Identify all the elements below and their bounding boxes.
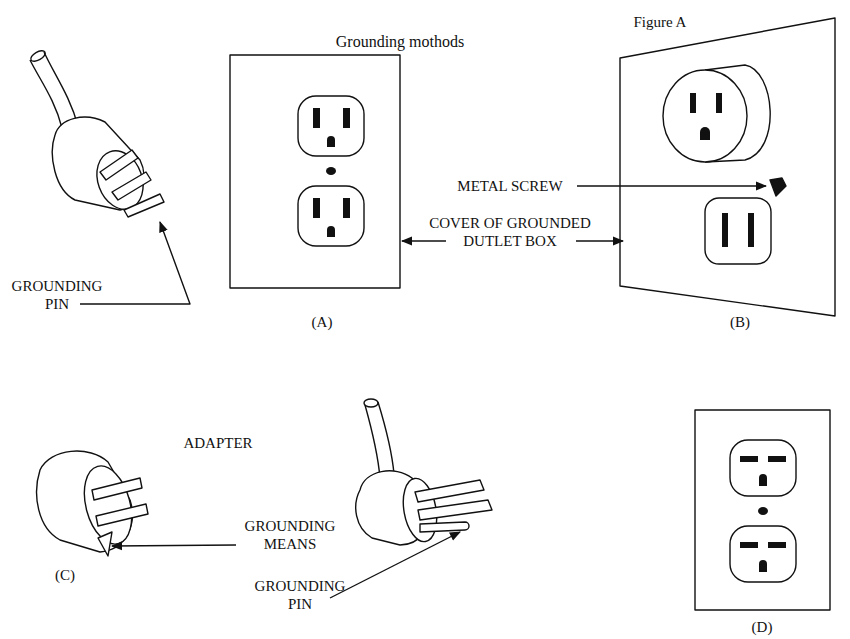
part-label: METAL SCREW [457,177,562,195]
three-prong-plug [29,49,164,217]
view-label: (B) [730,313,750,331]
duplex-outlet [230,55,400,288]
view-label: (D) [752,618,773,636]
figure-title: Grounding mothods [336,33,464,51]
outlet-with-adapter [620,18,835,316]
part-label: GROUNDING PIN [7,277,107,313]
adapter [37,451,148,556]
part-label: ADAPTER [183,434,252,452]
figure-number: Figure A [634,13,687,31]
three-prong-plug [356,399,492,545]
part-label: GROUNDING MEANS [240,517,340,553]
part-label: GROUNDING PIN [250,577,350,613]
duplex-outlet [695,410,830,610]
part-label: COVER OF GROUNDED DUTLET BOX [415,214,605,250]
view-label: (C) [55,566,75,584]
view-label: (A) [312,313,333,331]
